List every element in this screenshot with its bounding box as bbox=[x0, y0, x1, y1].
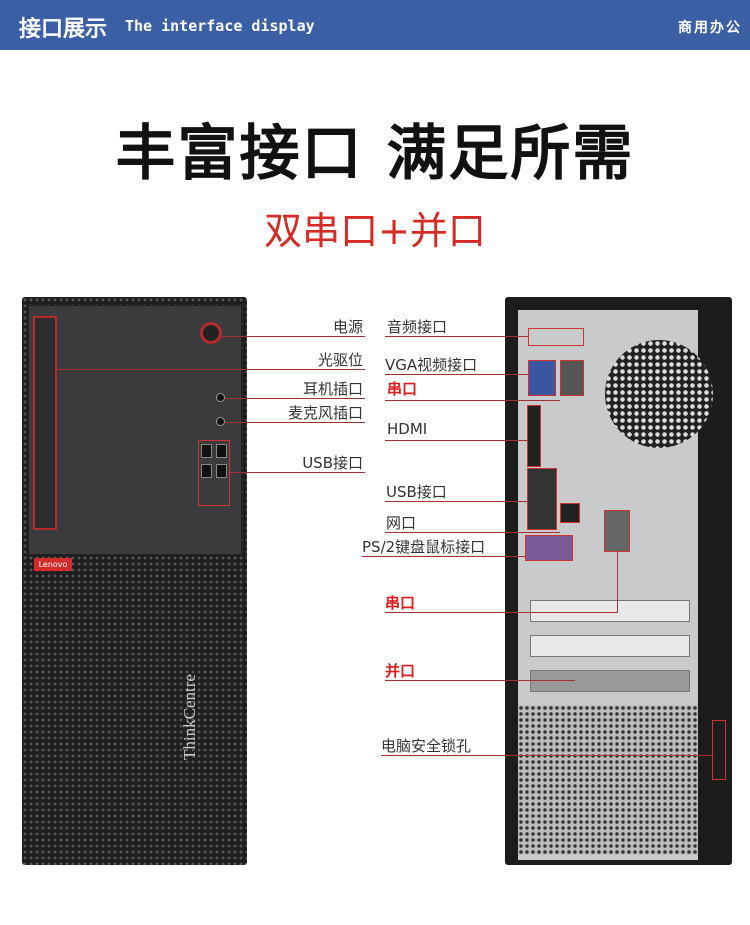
power-button-icon bbox=[200, 322, 222, 344]
label-vga: VGA视频接口 bbox=[385, 356, 478, 374]
label-serial-1: 串口 bbox=[387, 380, 418, 398]
leader-line bbox=[385, 440, 527, 441]
lenovo-logo: Lenovo bbox=[34, 558, 72, 571]
optical-drive-bay bbox=[33, 316, 57, 530]
label-parallel: 并口 bbox=[385, 662, 416, 680]
leader-line bbox=[225, 422, 365, 423]
label-headphone: 耳机插口 bbox=[302, 380, 363, 398]
parallel-port-slot bbox=[530, 670, 690, 692]
power-supply-grille bbox=[518, 705, 698, 855]
serial-port-2-icon bbox=[604, 510, 630, 552]
thinkcentre-brand: ThinkCentre bbox=[180, 674, 199, 760]
serial-port-icon bbox=[560, 360, 584, 396]
rear-usb-ports-icon bbox=[527, 468, 557, 530]
hdmi-ports-icon bbox=[527, 405, 541, 467]
label-security-lock: 电脑安全锁孔 bbox=[381, 737, 472, 755]
fan-grille-icon bbox=[605, 340, 713, 448]
leader-line bbox=[385, 501, 527, 502]
leader-line bbox=[362, 556, 525, 557]
header-subtitle: The interface display bbox=[125, 17, 315, 35]
leader-line bbox=[385, 400, 560, 401]
leader-line bbox=[385, 374, 528, 375]
label-ps2: PS/2键盘鼠标接口 bbox=[362, 538, 486, 556]
subheadline: 双串口+并口 bbox=[264, 209, 486, 253]
microphone-jack-icon bbox=[216, 417, 225, 426]
expansion-slot bbox=[530, 600, 690, 622]
ps2-ports-icon bbox=[525, 535, 573, 561]
security-lock-slot-icon bbox=[712, 720, 726, 780]
leader-line bbox=[55, 369, 365, 370]
label-optical-drive: 光驱位 bbox=[317, 351, 363, 369]
leader-line bbox=[617, 551, 618, 613]
label-rear-usb: USB接口 bbox=[386, 483, 447, 501]
leader-line bbox=[230, 472, 365, 473]
header-title: 接口展示 bbox=[19, 17, 108, 42]
leader-line bbox=[385, 336, 528, 337]
label-hdmi: HDMI bbox=[387, 420, 428, 438]
label-power: 电源 bbox=[332, 318, 363, 336]
leader-line bbox=[381, 755, 712, 756]
leader-line bbox=[222, 336, 365, 337]
vga-port-icon bbox=[528, 360, 556, 396]
leader-line bbox=[385, 532, 560, 533]
expansion-slot bbox=[530, 635, 690, 657]
leader-line bbox=[385, 680, 575, 681]
label-ethernet: 网口 bbox=[386, 514, 417, 532]
audio-ports-box bbox=[528, 328, 584, 346]
header-tag: 商用办公 bbox=[678, 20, 742, 36]
label-microphone: 麦克风插口 bbox=[287, 404, 363, 422]
label-serial-2: 串口 bbox=[385, 594, 416, 612]
front-panel bbox=[28, 305, 242, 555]
leader-line bbox=[225, 398, 365, 399]
ethernet-port-icon bbox=[560, 503, 580, 523]
front-usb-ports bbox=[198, 440, 230, 506]
leader-line bbox=[385, 612, 618, 613]
headphone-jack-icon bbox=[216, 393, 225, 402]
label-audio: 音频接口 bbox=[387, 318, 448, 336]
label-front-usb: USB接口 bbox=[302, 454, 363, 472]
header-bar: 接口展示 The interface display 商用办公 bbox=[0, 0, 750, 50]
headline: 丰富接口 满足所需 bbox=[115, 119, 635, 189]
